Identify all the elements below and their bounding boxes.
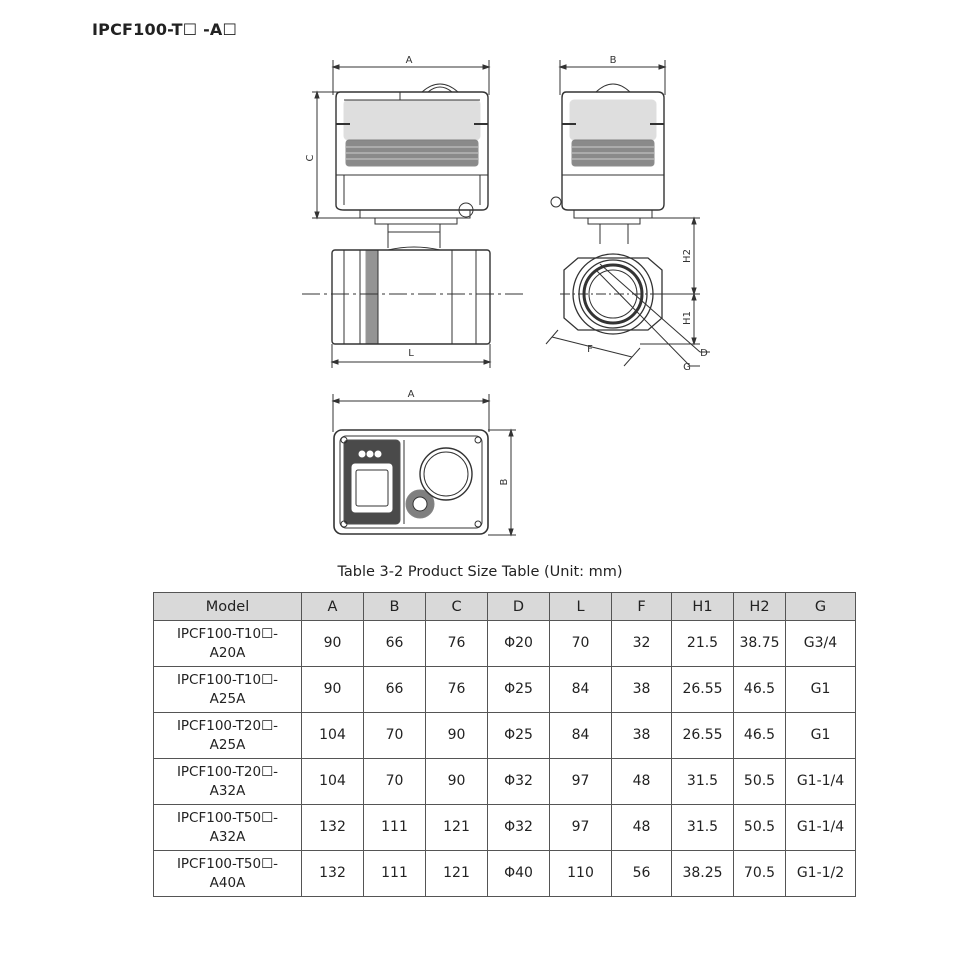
value-cell: Φ25 (487, 712, 550, 759)
value-cell: 104 (301, 712, 364, 759)
value-cell: 66 (363, 620, 426, 667)
header-f: F (611, 592, 672, 621)
top-dim-A-label: A (408, 389, 415, 400)
value-cell: 38.75 (733, 620, 786, 667)
value-cell: 121 (425, 850, 488, 897)
value-cell: 90 (425, 712, 488, 759)
side-dim-H1-label: H1 (682, 311, 693, 325)
value-cell: 46.5 (733, 712, 786, 759)
value-cell: 48 (611, 804, 672, 851)
side-dim-F-label: F (587, 344, 593, 355)
value-cell: Φ25 (487, 666, 550, 713)
value-cell: 70 (549, 620, 612, 667)
header-model: Model (153, 592, 302, 621)
value-cell: 90 (301, 666, 364, 713)
value-cell: 38.25 (671, 850, 734, 897)
value-cell: 76 (425, 620, 488, 667)
value-cell: 132 (301, 804, 364, 851)
technical-drawing: A C L B H2 H1 F D G A B (302, 55, 710, 537)
value-cell: 84 (549, 712, 612, 759)
product-size-table: Model A B C D L F H1 H2 G IPCF100-T10☐-A… (153, 592, 856, 897)
header-a: A (301, 592, 364, 621)
value-cell: 97 (549, 804, 612, 851)
header-c: C (425, 592, 488, 621)
table-header-row: Model A B C D L F H1 H2 G (153, 592, 856, 621)
model-cell: IPCF100-T50☐-A32A (153, 804, 302, 851)
value-cell: 56 (611, 850, 672, 897)
value-cell: 110 (549, 850, 612, 897)
top-dim-B-label: B (499, 478, 510, 485)
value-cell: 26.55 (671, 666, 734, 713)
model-cell: IPCF100-T20☐-A25A (153, 712, 302, 759)
table-caption: Table 3-2 Product Size Table (Unit: mm) (337, 564, 623, 580)
header-g: G (785, 592, 856, 621)
value-cell: 132 (301, 850, 364, 897)
value-cell: 76 (425, 666, 488, 713)
value-cell: 84 (549, 666, 612, 713)
side-dim-H2-label: H2 (682, 249, 693, 263)
front-dim-A-label: A (406, 55, 413, 66)
value-cell: 32 (611, 620, 672, 667)
value-cell: 70 (363, 758, 426, 805)
header-h2: H2 (733, 592, 786, 621)
value-cell: G1-1/4 (785, 758, 856, 805)
front-dim-L-label: L (408, 348, 414, 359)
value-cell: Φ40 (487, 850, 550, 897)
value-cell: 70 (363, 712, 426, 759)
model-cell: IPCF100-T50☐-A40A (153, 850, 302, 897)
side-view (545, 60, 710, 367)
value-cell: Φ20 (487, 620, 550, 667)
value-cell: 121 (425, 804, 488, 851)
value-cell: 90 (425, 758, 488, 805)
value-cell: 46.5 (733, 666, 786, 713)
value-cell: 26.55 (671, 712, 734, 759)
value-cell: 31.5 (671, 804, 734, 851)
front-view (302, 60, 526, 368)
value-cell: 104 (301, 758, 364, 805)
value-cell: Φ32 (487, 804, 550, 851)
value-cell: G1-1/2 (785, 850, 856, 897)
side-dim-D-label: D (700, 348, 708, 359)
value-cell: 111 (363, 850, 426, 897)
side-dim-B-label: B (610, 55, 617, 66)
value-cell: G1 (785, 712, 856, 759)
model-cell: IPCF100-T20☐-A32A (153, 758, 302, 805)
value-cell: 70.5 (733, 850, 786, 897)
value-cell: G3/4 (785, 620, 856, 667)
value-cell: 38 (611, 666, 672, 713)
value-cell: G1 (785, 666, 856, 713)
value-cell: 21.5 (671, 620, 734, 667)
header-l: L (549, 592, 612, 621)
side-dim-G-label: G (683, 362, 691, 373)
header-h1: H1 (671, 592, 734, 621)
value-cell: G1-1/4 (785, 804, 856, 851)
header-d: D (487, 592, 550, 621)
model-cell: IPCF100-T10☐-A20A (153, 620, 302, 667)
page-title: IPCF100-T☐ -A☐ (92, 20, 238, 39)
value-cell: 50.5 (733, 758, 786, 805)
value-cell: 66 (363, 666, 426, 713)
value-cell: 38 (611, 712, 672, 759)
value-cell: 50.5 (733, 804, 786, 851)
value-cell: 97 (549, 758, 612, 805)
model-cell: IPCF100-T10☐-A25A (153, 666, 302, 713)
value-cell: 111 (363, 804, 426, 851)
front-dim-C-label: C (305, 154, 316, 161)
value-cell: 90 (301, 620, 364, 667)
value-cell: 31.5 (671, 758, 734, 805)
top-view (331, 394, 516, 537)
value-cell: Φ32 (487, 758, 550, 805)
value-cell: 48 (611, 758, 672, 805)
header-b: B (363, 592, 426, 621)
